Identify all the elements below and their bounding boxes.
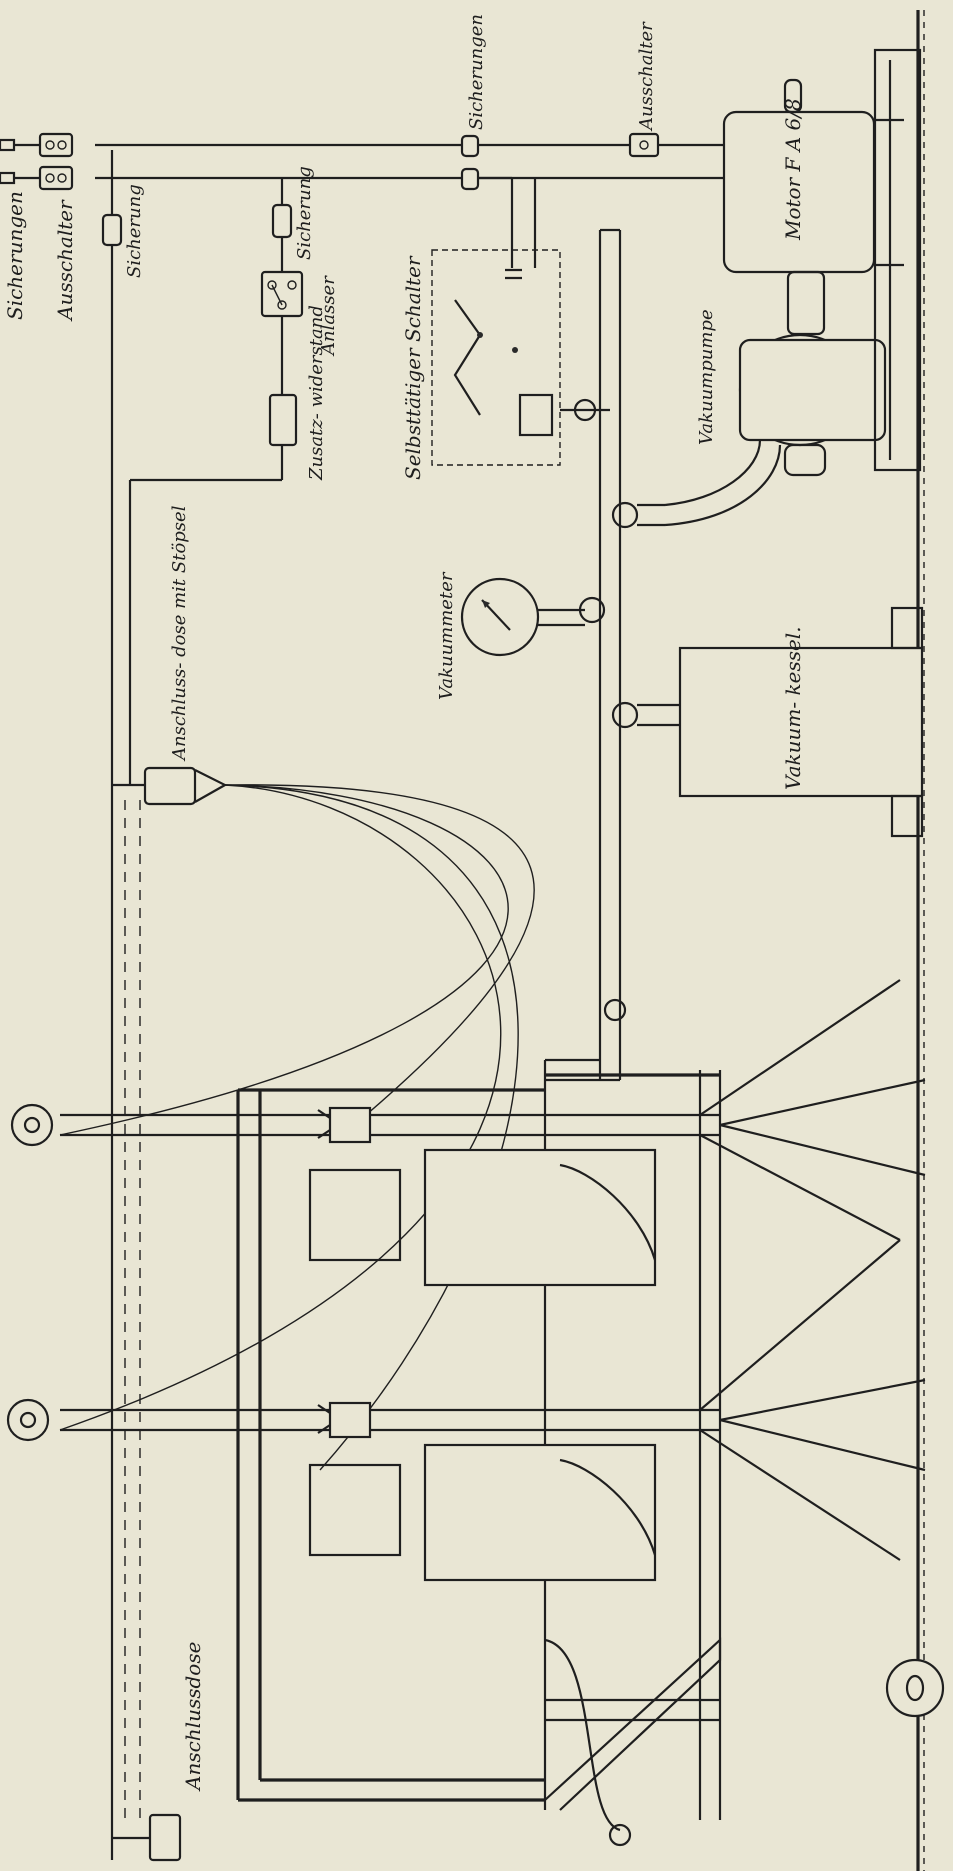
label-motor: Motor F A 6/8	[781, 98, 805, 241]
label-ausschalter-left: Ausschalter	[53, 199, 77, 322]
starter-box	[260, 270, 304, 318]
self-acting-switch	[431, 249, 610, 466]
supply-wires	[0, 143, 730, 1860]
hand-valve	[544, 1638, 632, 1847]
label-sicherung-left: Sicherung	[124, 184, 145, 278]
floor-line	[916, 10, 925, 1871]
vacuum-pump	[664, 333, 887, 527]
wall-socket	[112, 1813, 182, 1862]
crane-arm-2	[6, 1239, 926, 1561]
vacuum-boiler	[678, 606, 924, 838]
motor-switch-right	[628, 132, 660, 158]
label-vakuummeter: Vakuummeter	[436, 571, 457, 700]
caster-wheel	[885, 1658, 945, 1718]
main-frame	[236, 1060, 722, 1820]
label-selbsttaetiger-schalter: Selbsttätiger Schalter	[401, 255, 425, 480]
crane-arm-1	[10, 979, 926, 1241]
fuse-left	[101, 213, 123, 247]
basin-1	[308, 1148, 657, 1287]
label-sicherungen-right: Sicherungen	[466, 14, 487, 130]
cables	[59, 784, 535, 1471]
label-ausschalter-right: Ausschalter	[636, 21, 657, 132]
label-anlasser: Anlasser	[318, 275, 339, 357]
label-zusatzwiderstand: Zusatz- widerstand	[306, 305, 327, 481]
basin-2	[308, 1443, 657, 1582]
label-vakuumpumpe: Vakuumpumpe	[696, 309, 717, 445]
mains-switch-left	[0, 132, 74, 191]
motor	[722, 78, 904, 336]
fuse-mid	[271, 203, 293, 239]
label-vakuumkessel: Vakuum- kessel.	[781, 626, 805, 790]
label-anschlussdose: Anschlussdose	[181, 1642, 205, 1792]
label-anschlussdose-mit-stoepsel: Anschluss- dose mit Stöpsel	[169, 505, 190, 762]
fuse-right	[460, 134, 480, 191]
vacuum-pipe	[545, 228, 680, 1082]
vacuum-gauge	[460, 577, 585, 657]
plug-socket	[143, 766, 228, 806]
resistor-box	[268, 393, 298, 447]
label-sicherungen-top: Sicherungen	[3, 191, 27, 320]
dashed-lead	[124, 800, 141, 1820]
motor-base	[873, 48, 922, 472]
label-sicherung-mid: Sicherung	[294, 166, 315, 260]
